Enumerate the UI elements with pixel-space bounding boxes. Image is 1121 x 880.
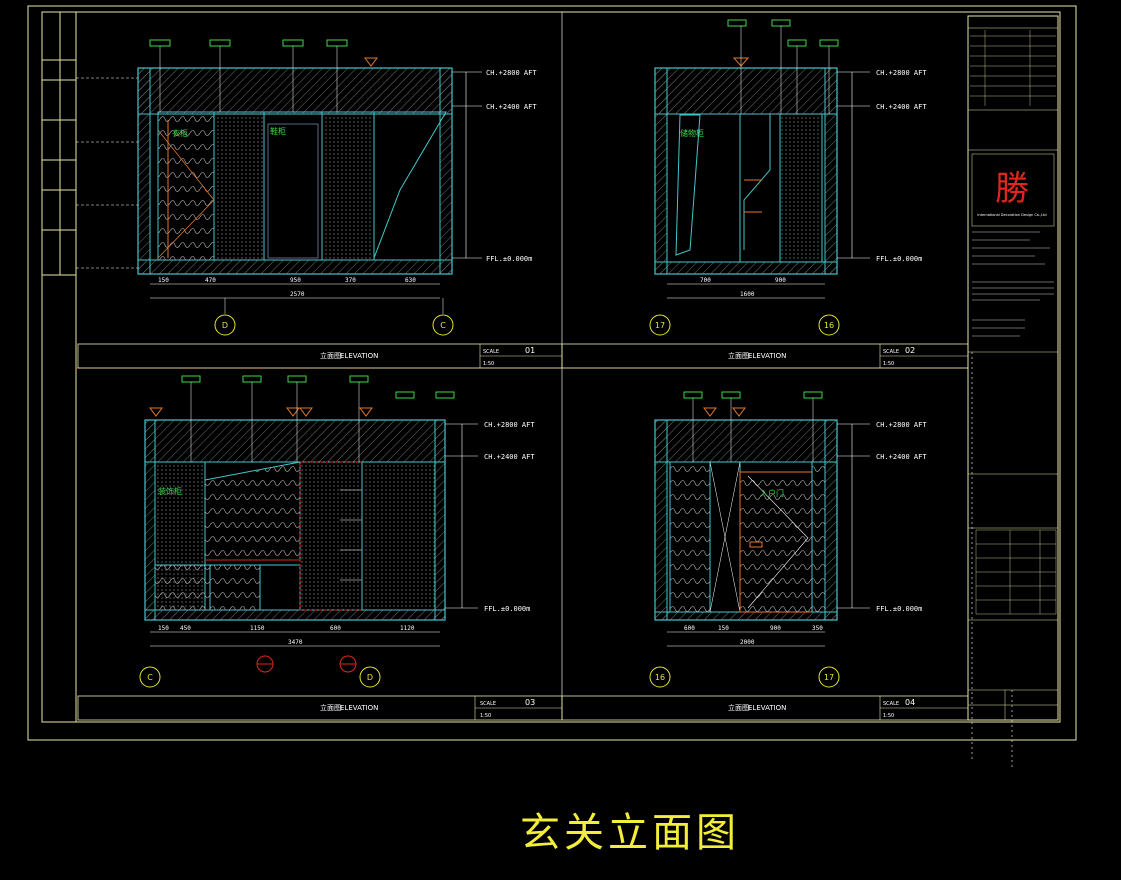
elev03-ffl: FFL.±0.000m [484,605,530,613]
elev01-number: 01 [525,346,535,355]
elev03-ch1: CH.+2800 AFT [484,421,535,429]
elev04-scale-val: 1:50 [883,713,894,719]
elev04-title-cn: 立面图 [728,703,749,712]
elev02-dim-total: 1600 [740,291,755,298]
elev03-dim-total: 3470 [288,639,303,646]
elev01-scale-val: 1:50 [483,361,494,367]
company-logo: 勝 [995,169,1029,209]
elev01-title-cn: 立面图 [320,351,341,360]
elev02-dim-1: 900 [775,277,786,284]
elev01-dim-2: 950 [290,277,301,284]
elev01-dim-1: 470 [205,277,216,284]
elev03-dim-3: 600 [330,625,341,632]
elev04-ffl: FFL.±0.000m [876,605,922,613]
elevation-01: 衣柜 鞋柜 CH.+2800 AFT CH.+2400 AFT FFL.±0.0… [77,39,563,369]
elev03-scale-label: SCALE [480,701,496,707]
elev01-label-a: 衣柜 [172,128,188,138]
elev01-label-b: 鞋柜 [270,126,286,136]
elev02-dim-0: 700 [700,277,711,284]
elev02-scale-label: SCALE [883,349,899,355]
elev03-dim-0: 150 [158,625,169,632]
elevation-03: 装饰柜 CH.+2800 AFT CH.+2400 AFT FFL.±0.000… [77,375,563,721]
elev01-title-en: ELEVATION [340,352,378,360]
company-name: International Decoration Design Co.,Ltd [977,213,1046,217]
title-block: 勝 International Decoration Design Co.,Lt… [967,15,1059,770]
elev03-dim-1: 450 [180,625,191,632]
elev03-dim-2: 1150 [250,625,265,632]
elev04-grid-left: 16 [655,673,665,682]
elev01-scale-label: SCALE [483,349,499,355]
elev03-title-cn: 立面图 [320,703,341,712]
elev03-grid-right: D [367,673,373,682]
elev02-grid-left: 17 [655,321,665,330]
elev03-title-en: ELEVATION [340,704,378,712]
elev02-ffl: FFL.±0.000m [876,255,922,263]
sheet-caption: 玄关立面图 [520,810,740,856]
elev01-ch1: CH.+2800 AFT [486,69,537,77]
elev04-dim-1: 150 [718,625,729,632]
elev01-ch2: CH.+2400 AFT [486,103,537,111]
elev02-scale-val: 1:50 [883,361,894,367]
elev04-ch1: CH.+2800 AFT [876,421,927,429]
elev04-ch2: CH.+2400 AFT [876,453,927,461]
elev02-ch2: CH.+2400 AFT [876,103,927,111]
elev01-dim-total: 2570 [290,291,305,298]
elev04-scale-label: SCALE [883,701,899,707]
elev02-title-en: ELEVATION [748,352,786,360]
cad-drawing-sheet: 衣柜 鞋柜 CH.+2800 AFT CH.+2400 AFT FFL.±0.0… [27,5,1077,770]
elev01-dim-4: 630 [405,277,416,284]
elev03-label-a: 装饰柜 [158,486,182,496]
elev04-label-a: 入户门 [760,488,784,498]
elev01-grid-left: D [222,321,228,330]
elev03-dim-4: 1120 [400,625,415,632]
elev04-dim-2: 900 [770,625,781,632]
elev03-ch2: CH.+2400 AFT [484,453,535,461]
elev02-ch1: CH.+2800 AFT [876,69,927,77]
elevation-02: 储物柜 CH.+2800 AFT CH.+2400 AFT FFL.±0.000… [561,19,969,369]
elevation-04: 入户门 CH.+2800 AFT CH.+2400 AFT FFL.±0.000… [561,391,969,721]
elev01-ffl: FFL.±0.000m [486,255,532,263]
elev01-dim-0: 150 [158,277,169,284]
elev02-label-a: 储物柜 [680,128,704,138]
elev04-title-en: ELEVATION [748,704,786,712]
elev03-number: 03 [525,698,535,707]
elev04-dim-total: 2000 [740,639,755,646]
elev04-number: 04 [905,698,915,707]
elev02-title-cn: 立面图 [728,351,749,360]
elev01-dim-3: 370 [345,277,356,284]
elev04-dim-0: 600 [684,625,695,632]
elev02-grid-right: 16 [824,321,834,330]
elev01-grid-right: C [440,321,446,330]
elev04-grid-right: 17 [824,673,834,682]
elev04-dim-3: 350 [812,625,823,632]
elev02-number: 02 [905,346,915,355]
elev03-scale-val: 1:50 [480,713,491,719]
elev03-grid-left: C [147,673,153,682]
